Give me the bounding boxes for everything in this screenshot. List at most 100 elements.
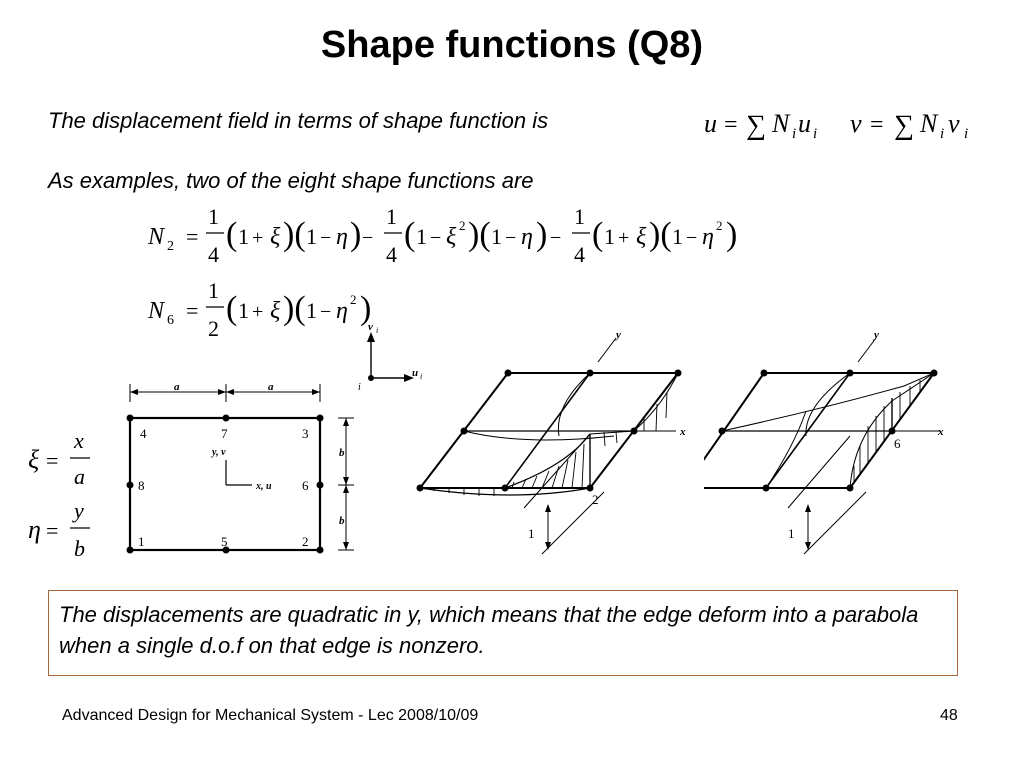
svg-text:i: i: [376, 326, 378, 335]
svg-text:)(: )(: [649, 216, 672, 253]
eq-v: v: [850, 109, 862, 138]
svg-text:2: 2: [459, 218, 466, 233]
svg-text:8: 8: [138, 478, 145, 493]
svg-text:η: η: [28, 515, 41, 544]
svg-text:)(: )(: [283, 216, 306, 253]
svg-text:ξ: ξ: [28, 445, 40, 474]
note-box: The displacements are quadratic in y, wh…: [48, 590, 958, 676]
svg-text:η: η: [336, 298, 348, 324]
svg-text:ξ: ξ: [636, 224, 647, 250]
svg-text:y: y: [72, 498, 84, 523]
svg-text:1: 1: [604, 224, 615, 249]
svg-text:): ): [360, 290, 371, 327]
dof-symbol: v i u i i: [358, 321, 422, 393]
eq-u-i: u: [798, 109, 811, 138]
svg-text:1: 1: [208, 278, 219, 303]
svg-text:+: +: [618, 227, 629, 249]
svg-text:2: 2: [302, 534, 309, 549]
svg-text:x: x: [679, 426, 686, 438]
eq-sub-i: i: [964, 126, 968, 142]
svg-text:1: 1: [306, 224, 317, 249]
q8-element-diagram: a a 4 7 3 8 6 1 5 2 y, v x, u b b: [126, 381, 354, 554]
svg-text:4: 4: [574, 242, 585, 267]
svg-text:4: 4: [208, 242, 219, 267]
svg-text:+: +: [252, 227, 263, 249]
svg-text:(: (: [226, 290, 237, 327]
eq-sum: ∑: [894, 110, 914, 141]
svg-text:−: −: [505, 227, 516, 249]
svg-text:v: v: [368, 321, 373, 333]
displacement-equation: u = ∑ N i u i v = ∑ N i v i: [704, 109, 968, 142]
svg-text:=: =: [186, 298, 198, 323]
svg-text:): ): [726, 216, 737, 253]
svg-text:6: 6: [894, 436, 901, 451]
n6-deformed-shape: x y 6 1: [704, 329, 944, 555]
svg-text:1: 1: [208, 204, 219, 229]
displacement-field-text: The displacement field in terms of shape…: [48, 108, 549, 133]
svg-text:=: =: [186, 224, 198, 249]
svg-text:2: 2: [350, 292, 357, 307]
svg-text:−: −: [550, 227, 561, 249]
svg-text:2: 2: [592, 492, 599, 507]
svg-text:(: (: [592, 216, 603, 253]
eq-sub-i: i: [792, 126, 796, 142]
svg-text:2: 2: [167, 239, 174, 254]
svg-text:η: η: [702, 224, 714, 250]
svg-text:): ): [350, 216, 361, 253]
svg-text:ξ: ξ: [270, 224, 281, 250]
svg-text:−: −: [686, 227, 697, 249]
svg-text:1: 1: [672, 224, 683, 249]
svg-text:2: 2: [208, 316, 219, 341]
svg-text:ξ: ξ: [270, 298, 281, 324]
svg-text:x: x: [73, 428, 84, 453]
svg-text:4: 4: [386, 242, 397, 267]
eq-sub-i: i: [813, 126, 817, 142]
svg-text:+: +: [252, 301, 263, 323]
svg-text:N: N: [147, 224, 166, 250]
svg-text:1: 1: [416, 224, 427, 249]
n2-deformed-shape: x y 2 1: [416, 329, 686, 555]
svg-text:2: 2: [716, 218, 723, 233]
svg-text:y: y: [872, 329, 879, 341]
svg-text:−: −: [430, 227, 441, 249]
svg-text:−: −: [320, 301, 331, 323]
svg-text:1: 1: [574, 204, 585, 229]
eq-N: N: [919, 109, 939, 138]
svg-text:b: b: [339, 515, 345, 527]
svg-text:(: (: [226, 216, 237, 253]
natural-coordinate-definitions: ξ = x a η = y b: [28, 428, 90, 561]
svg-text:7: 7: [221, 426, 228, 441]
svg-text:): ): [536, 216, 547, 253]
svg-text:a: a: [268, 381, 274, 393]
svg-text:3: 3: [302, 426, 309, 441]
svg-text:1: 1: [491, 224, 502, 249]
svg-text:i: i: [420, 372, 422, 381]
page-number: 48: [940, 707, 958, 724]
svg-text:6: 6: [167, 313, 174, 328]
svg-text:=: =: [46, 448, 58, 473]
eq-v-i: v: [948, 109, 960, 138]
svg-text:u: u: [412, 367, 418, 379]
eq-sub-i: i: [940, 126, 944, 142]
footer-text: Advanced Design for Mechanical System - …: [62, 707, 479, 724]
svg-text:1: 1: [528, 526, 535, 541]
eq-equals: =: [724, 112, 738, 138]
svg-text:1: 1: [306, 298, 317, 323]
svg-text:4: 4: [140, 426, 147, 441]
svg-text:y, v: y, v: [211, 447, 226, 458]
svg-text:N: N: [147, 298, 166, 324]
svg-text:5: 5: [221, 534, 228, 549]
svg-text:b: b: [339, 447, 345, 459]
svg-text:=: =: [46, 518, 58, 543]
svg-text:1: 1: [386, 204, 397, 229]
svg-text:1: 1: [138, 534, 145, 549]
svg-text:)(: )(: [283, 290, 306, 327]
svg-text:1: 1: [238, 298, 249, 323]
examples-text: As examples, two of the eight shape func…: [48, 168, 534, 193]
slide-title: Shape functions (Q8): [320, 24, 704, 66]
svg-text:1: 1: [238, 224, 249, 249]
svg-text:i: i: [358, 382, 361, 393]
n6-equation: N 6 = 1 2 ( 1 + ξ )( 1 − η 2 ): [147, 278, 371, 341]
eq-N: N: [771, 109, 791, 138]
svg-text:η: η: [521, 224, 533, 250]
